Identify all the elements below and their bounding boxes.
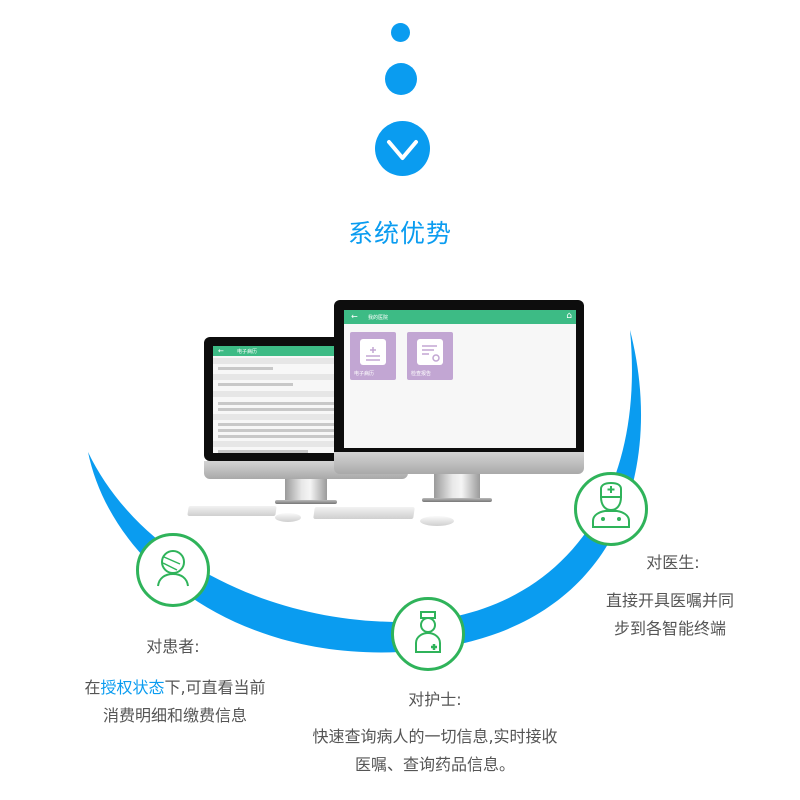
patient-icon-circle [136, 533, 210, 607]
doctor-icon-circle [574, 472, 648, 546]
nurse-icon-circle [391, 597, 465, 671]
card-medical-record[interactable]: 电子病历 [350, 332, 396, 380]
chevron-down-icon [387, 140, 418, 160]
patient-role-title: 对患者: [146, 637, 200, 656]
nurse-role-title: 对护士: [408, 690, 462, 709]
app-bar-title: 我的医院 [368, 315, 389, 321]
progress-dot-small [391, 23, 410, 42]
authorization-highlight: 授权状态 [100, 678, 165, 697]
card-label: 电子病历 [354, 371, 375, 377]
patient-description: 在授权状态下,可直看当前 消费明细和缴费信息 [84, 678, 266, 725]
keyboard-left [187, 506, 277, 516]
doctor-icon [592, 481, 630, 528]
doctor-description: 直接开具医嘱并同 步到各智能终端 [605, 591, 734, 638]
section-title: 系统优势 [347, 219, 452, 248]
doctor-role-title: 对医生: [646, 553, 700, 572]
home-icon[interactable]: ⌂ [566, 311, 572, 321]
back-arrow-icon[interactable]: ← [218, 347, 224, 355]
back-arrow-icon[interactable]: ← [351, 312, 358, 321]
card-label: 检查报告 [411, 371, 432, 377]
card-exam-report[interactable]: 检查报告 [407, 332, 453, 380]
nurse-description: 快速查询病人的一切信息,实时接收 医嘱、查询药品信息。 [312, 727, 558, 774]
patient-bandaged-icon [157, 550, 189, 587]
monitor-front-screen: ← 我的医院 ⌂ 电子病历 检查报告 [344, 310, 576, 448]
mouse-left [275, 513, 301, 522]
calendar-plus-icon [360, 339, 386, 365]
app-bar-title: 电子病历 [237, 349, 258, 355]
chevron-down-button[interactable] [375, 121, 430, 176]
mouse-right [420, 516, 454, 526]
report-stethoscope-icon [417, 339, 443, 365]
progress-dot-medium [385, 63, 417, 95]
keyboard-right [313, 507, 415, 519]
nurse-icon [415, 611, 441, 653]
